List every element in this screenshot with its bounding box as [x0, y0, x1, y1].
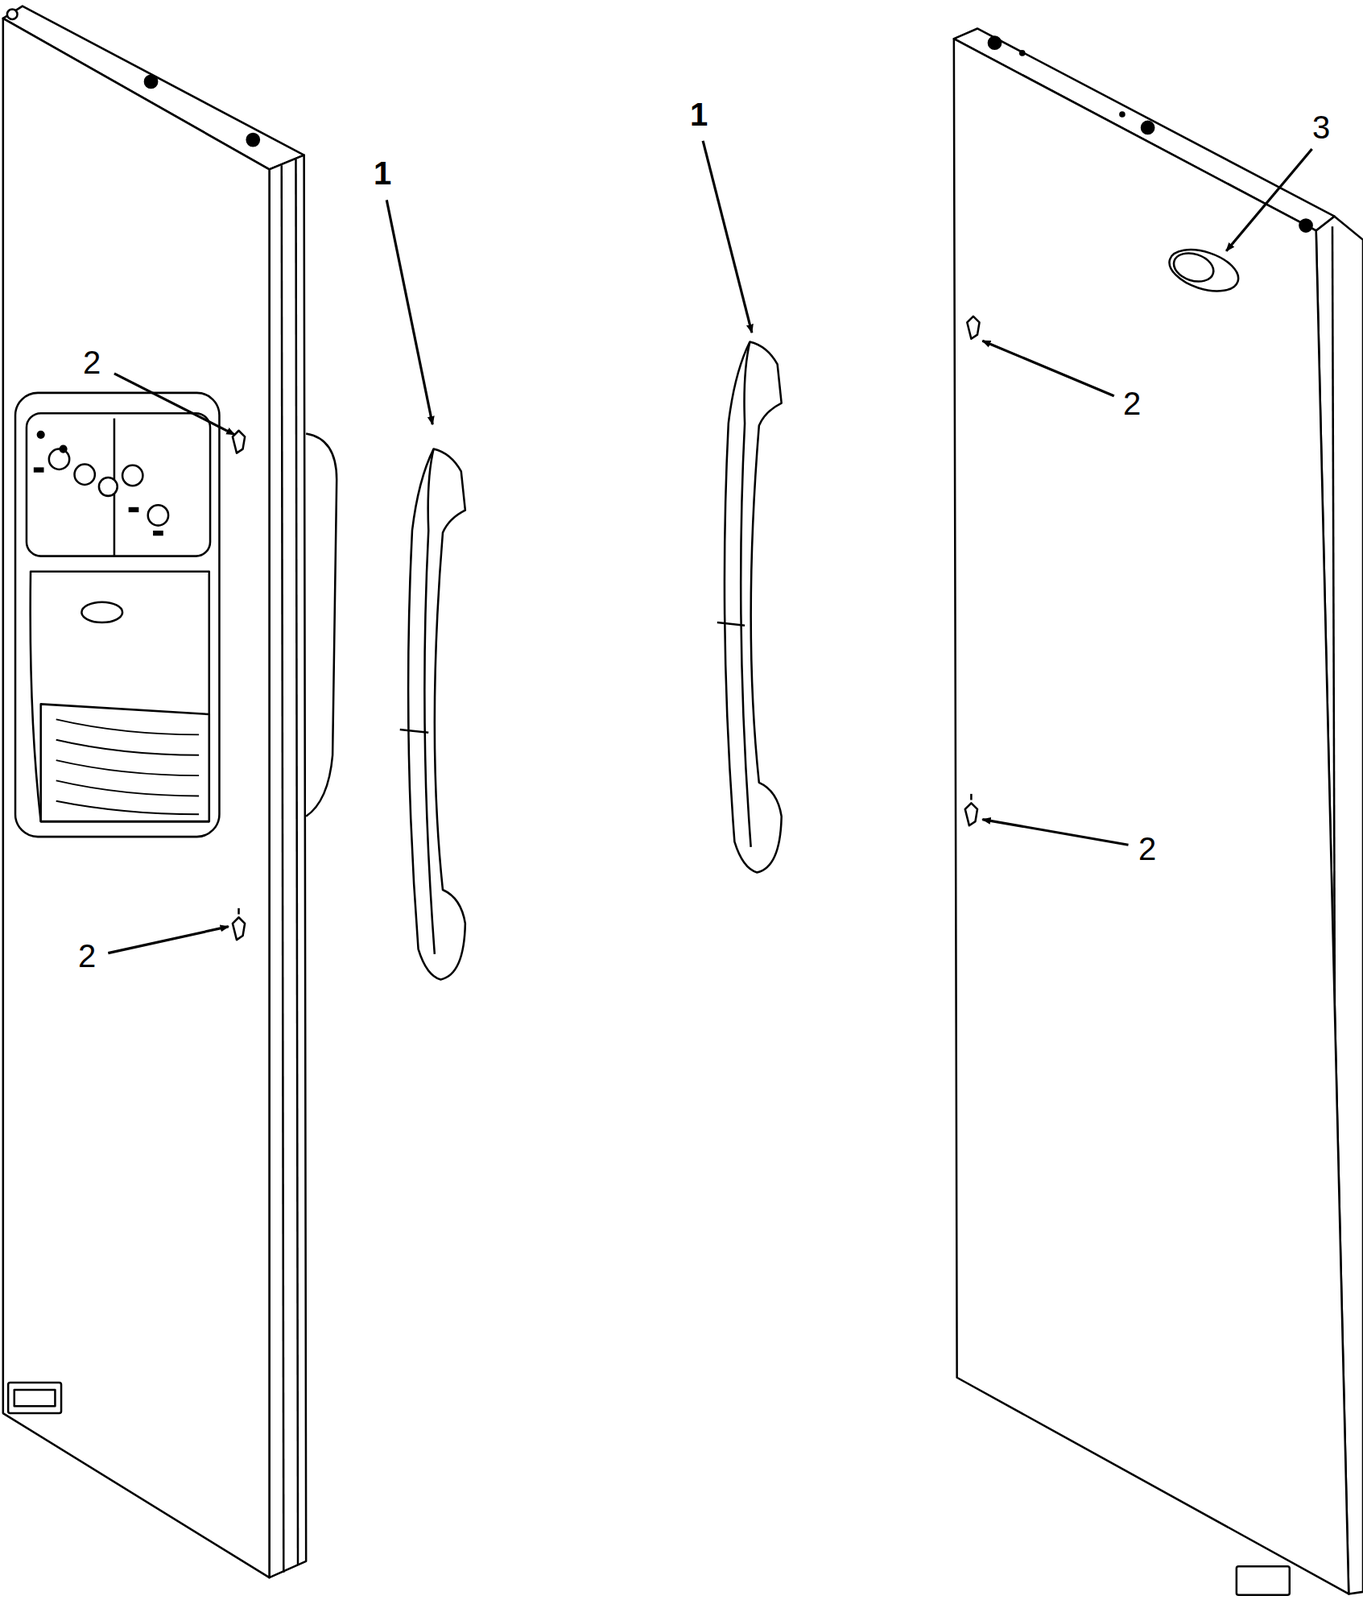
- door-front: [3, 18, 270, 1578]
- door-side: [269, 155, 307, 1578]
- callout-number: 2: [1138, 832, 1157, 865]
- door-front: [954, 38, 1349, 1594]
- callout-number: 1: [689, 98, 708, 131]
- callout-number: 1: [373, 156, 392, 190]
- callout-number: 2: [78, 939, 96, 972]
- callout-number: 2: [82, 346, 101, 379]
- door-handle: [724, 342, 782, 873]
- callout-number: 2: [1123, 387, 1141, 420]
- door-handle: [408, 449, 466, 980]
- callout-number: 3: [1312, 111, 1330, 144]
